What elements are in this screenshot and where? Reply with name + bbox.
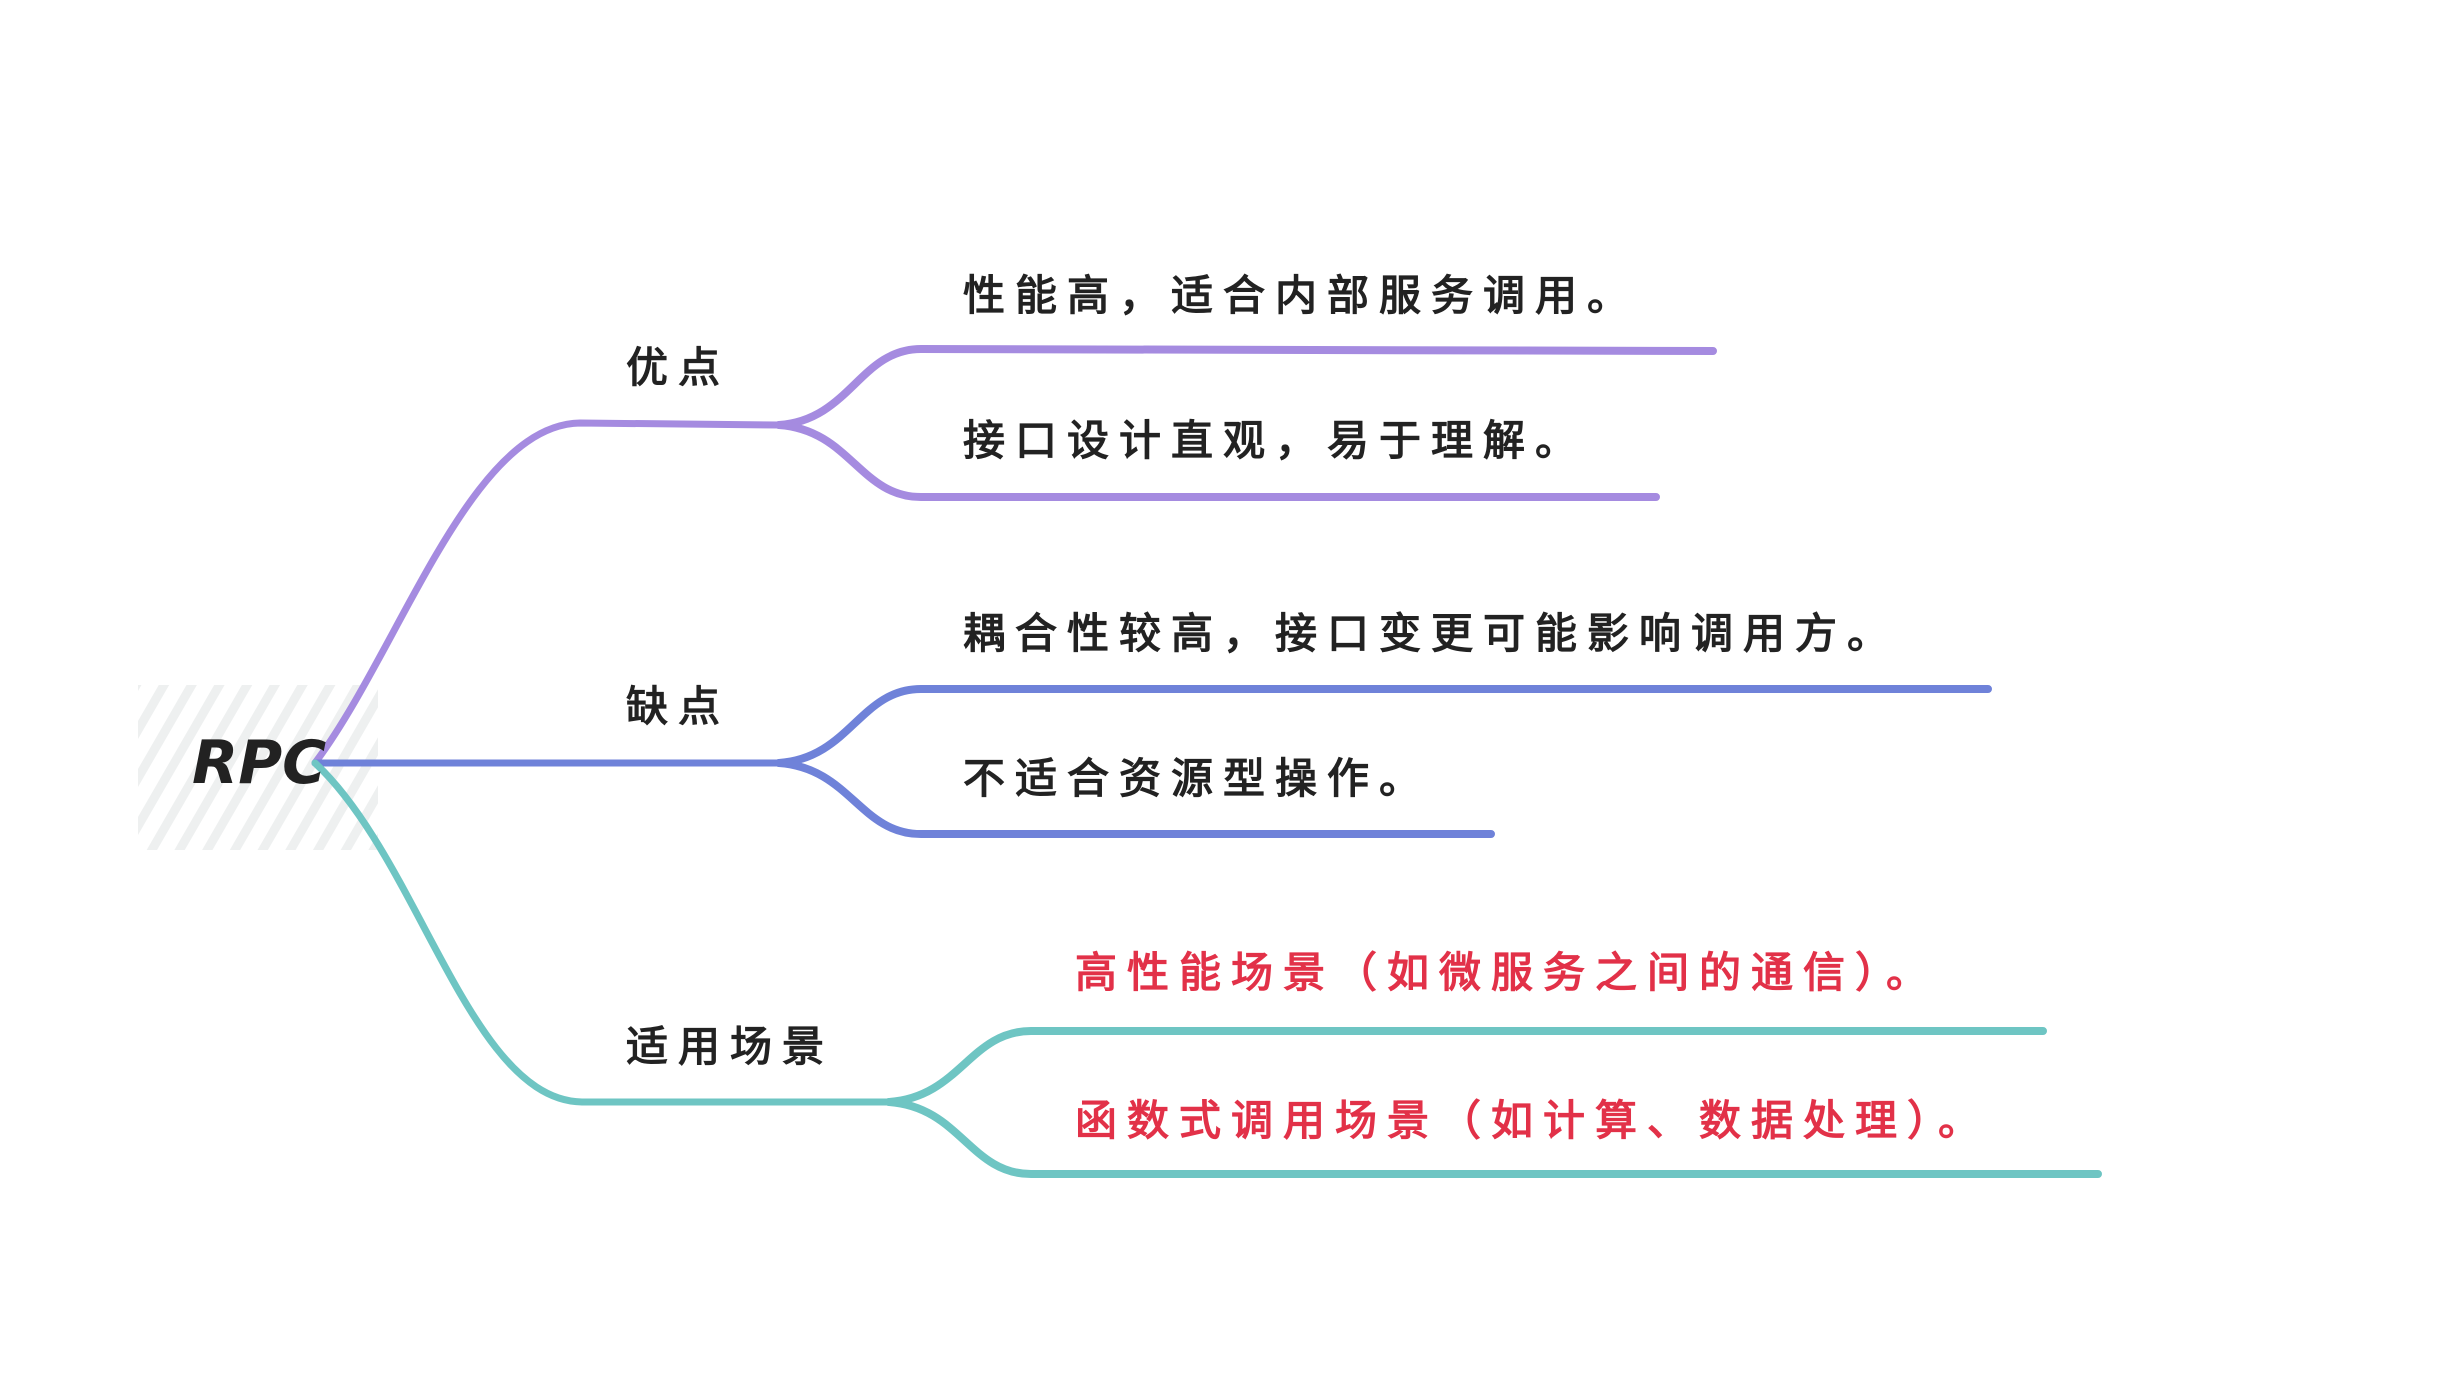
root-hatch: [138, 685, 378, 850]
cons-item: 耦合性较高，接口变更可能影响调用方。: [963, 609, 1900, 658]
usage-item: 函数式调用场景（如计算、数据处理）。: [1075, 1096, 1991, 1145]
branch-pros-lines: [311, 344, 1717, 767]
usage-item: 高性能场景（如微服务之间的通信）。: [1075, 948, 1939, 997]
branch-label-cons: 缺点: [626, 682, 731, 731]
cons-item: 不适合资源型操作。: [963, 754, 1432, 803]
branch-cons-lines: [311, 685, 1992, 838]
branch-usage-lines: [311, 759, 2102, 1178]
root-node-rpc: RPC: [192, 728, 327, 798]
branch-label-usage: 适用场景: [626, 1022, 835, 1071]
pros-item: 性能高，适合内部服务调用。: [963, 271, 1640, 320]
pros-item: 接口设计直观，易于理解。: [963, 416, 1588, 465]
branch-label-pros: 优点: [626, 343, 731, 392]
